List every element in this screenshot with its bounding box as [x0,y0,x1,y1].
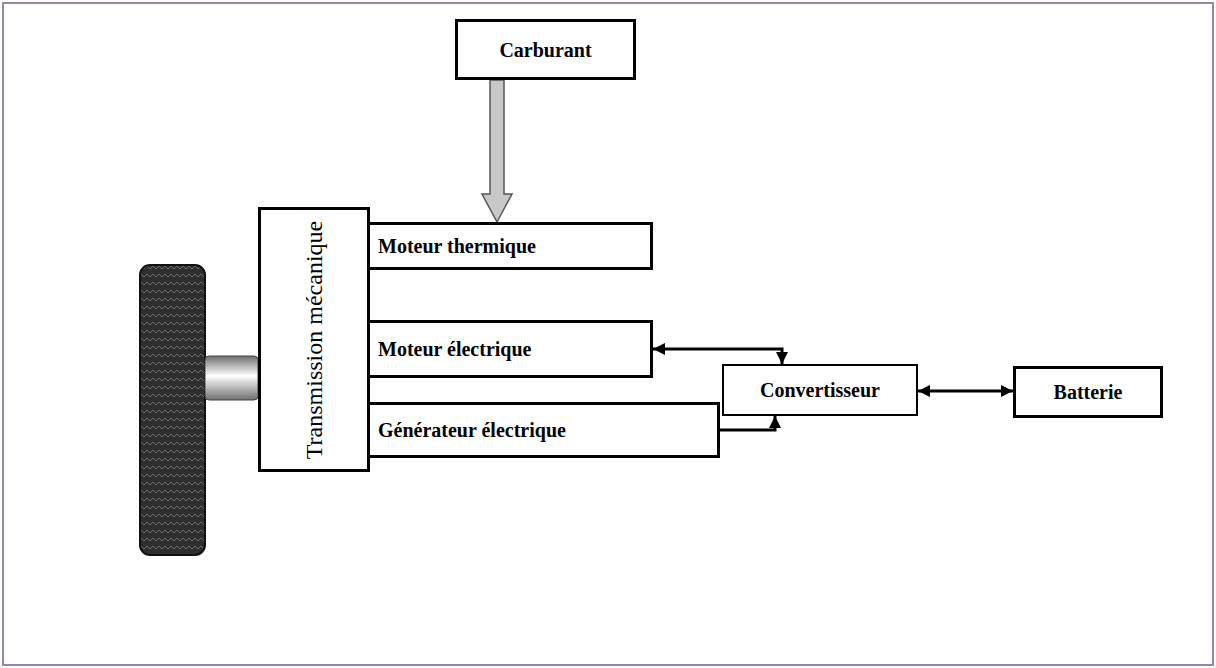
axle [205,356,258,400]
connector [918,390,1013,393]
node-label: Transmission mécanique [300,220,329,458]
node-label: Convertisseur [760,378,880,402]
engine-box: Moteur thermique [367,222,653,270]
node-label: Moteur thermique [378,234,536,258]
block-arrow [482,80,512,222]
node-label: Carburant [499,38,591,62]
converter-box: Convertisseur [722,364,918,416]
wheel [140,265,205,555]
transmission-box: Transmission mécanique [258,207,370,472]
node-label: Batterie [1054,380,1123,404]
generator-box: Générateur électrique [367,402,720,458]
fuel-box: Carburant [455,19,636,80]
connector [653,349,782,364]
node-label: Générateur électrique [378,418,566,442]
battery-box: Batterie [1013,366,1163,418]
page-frame [3,3,1213,665]
motor-box: Moteur électrique [367,320,653,378]
connector [720,416,775,430]
node-label: Moteur électrique [378,337,531,361]
